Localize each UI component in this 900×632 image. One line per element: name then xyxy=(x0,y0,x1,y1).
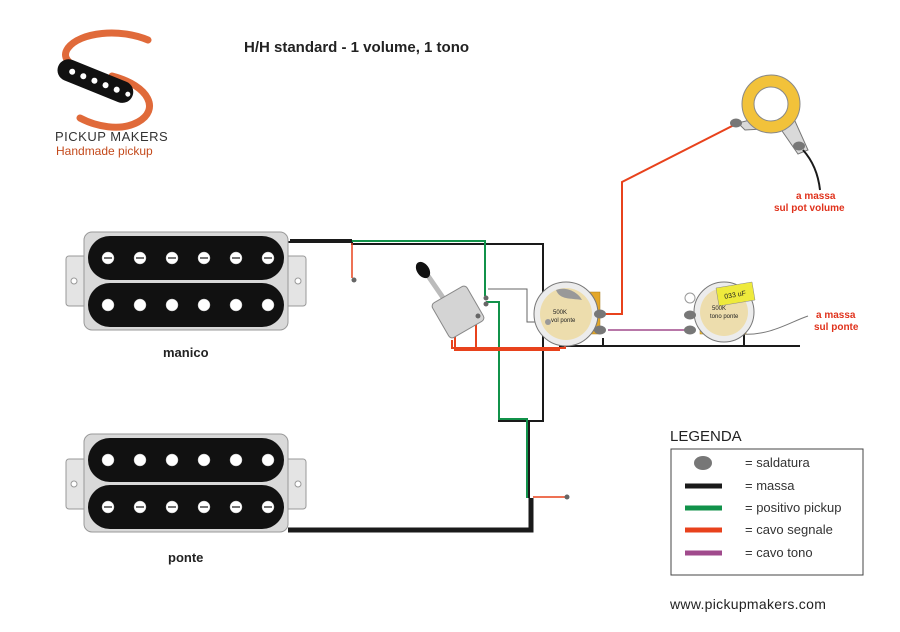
tone-capacitor-value: 033 uF xyxy=(724,290,747,301)
bridge-coil-wire-end xyxy=(564,494,570,500)
volume-pot: 500K vol ponte xyxy=(533,281,606,347)
signal-wire-jack xyxy=(602,122,739,315)
bridge-coil-bottom xyxy=(88,485,284,529)
legend-item-signal: = cavo segnale xyxy=(745,522,833,537)
logo-pickup-icon xyxy=(57,59,134,103)
brand-name: PICKUP MAKERS xyxy=(55,129,168,144)
bridge-ground-lead xyxy=(741,315,809,335)
jack-ground-note-line2: sul pot volume xyxy=(774,203,845,214)
hot-wire-bridge xyxy=(486,301,528,498)
wires xyxy=(288,122,809,533)
logo-swoosh-bottom xyxy=(76,72,153,131)
legend-item-hot: = positivo pickup xyxy=(745,500,841,515)
bridge-pickup-label: ponte xyxy=(168,550,203,565)
switch-body xyxy=(431,285,485,339)
hot-wire-neck xyxy=(352,240,486,296)
legend-solder-dot-icon xyxy=(694,456,712,470)
bridge-pole-screws xyxy=(101,453,275,514)
switch-tip xyxy=(415,261,431,279)
ground-wire-pots xyxy=(559,343,800,347)
neck-coil-wire-end xyxy=(351,277,357,283)
bridge-pickup xyxy=(65,433,307,533)
ground-wire-neck xyxy=(288,241,544,422)
legend-title: LEGENDA xyxy=(670,428,742,445)
tone-capacitor xyxy=(715,281,756,307)
legend-item-tone: = cavo tono xyxy=(745,545,813,560)
neck-pole-screws xyxy=(101,251,275,312)
neck-coil-bottom xyxy=(88,283,284,327)
jack-ground-wire xyxy=(802,149,821,191)
page-title: H/H standard - 1 volume, 1 tono xyxy=(244,39,469,56)
volume-pot-value: 500K xyxy=(553,310,567,316)
website-url: www.pickupmakers.com xyxy=(669,596,826,612)
tone-pot-value: 500K xyxy=(712,306,726,312)
brand-logo: PICKUP MAKERS Handmade pickup xyxy=(55,29,168,158)
pickup-selector-switch xyxy=(415,261,489,339)
legend: LEGENDA = saldatura = massa = positivo p… xyxy=(670,428,864,576)
signal-wire-switch xyxy=(451,316,566,349)
volume-pot-name: vol ponte xyxy=(551,318,576,324)
legend-item-ground: = massa xyxy=(745,478,795,493)
neck-coil-top xyxy=(88,236,284,280)
bridge-coil-top xyxy=(88,438,284,482)
neck-pickup xyxy=(65,231,307,331)
legend-item-solder: = saldatura xyxy=(745,455,810,470)
bridge-ground-note-line2: sul ponte xyxy=(814,322,859,333)
tone-pot-name: tono ponte xyxy=(710,314,739,320)
tone-pot: 033 uF 500K tono ponte xyxy=(684,281,756,343)
bridge-ground-note-line1: a massa xyxy=(816,310,856,321)
neck-pickup-label: manico xyxy=(163,345,209,360)
ground-wire-bridge xyxy=(288,498,534,533)
brand-tagline: Handmade pickup xyxy=(56,144,153,158)
jack-hole xyxy=(753,86,789,122)
output-jack xyxy=(730,74,821,191)
jack-ground-note-line1: a massa xyxy=(796,191,836,202)
